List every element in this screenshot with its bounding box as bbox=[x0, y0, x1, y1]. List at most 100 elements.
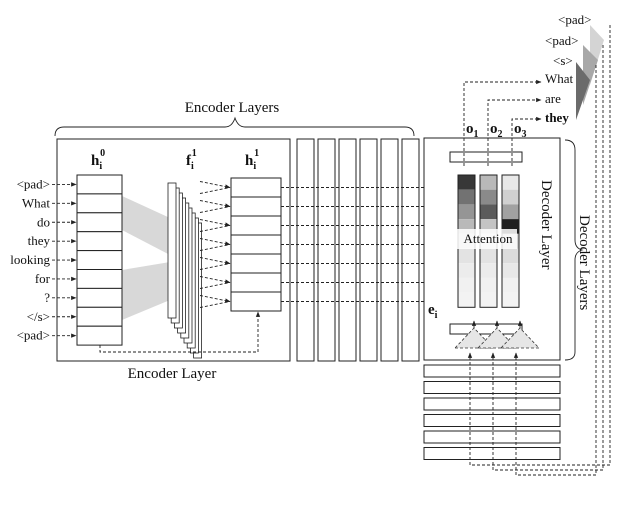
attention-cell bbox=[502, 263, 519, 278]
decoder-layer-bar bbox=[423, 381, 561, 394]
feedback-paths bbox=[463, 25, 611, 476]
feedback-path bbox=[490, 45, 604, 471]
attention-cell bbox=[458, 175, 475, 190]
input-cell bbox=[76, 325, 123, 346]
filter-link-aux bbox=[199, 187, 231, 194]
h1-cell bbox=[230, 291, 282, 312]
decoder-layer-bar bbox=[423, 414, 561, 427]
attention-cell bbox=[502, 292, 519, 308]
feedback-path bbox=[487, 97, 542, 166]
attention-cell bbox=[480, 248, 497, 264]
decoder-layer-bar bbox=[423, 364, 561, 378]
h1-cell bbox=[230, 215, 282, 236]
feedback-path bbox=[467, 25, 611, 466]
attention-label: Attention bbox=[463, 231, 513, 246]
e-label: ei bbox=[428, 302, 438, 321]
encoder-layer-label: Encoder Layer bbox=[128, 366, 217, 382]
decoder-conv-triangle bbox=[500, 327, 540, 349]
output-token: they bbox=[545, 110, 569, 125]
h1-cell bbox=[230, 177, 282, 198]
filter-link bbox=[199, 200, 231, 208]
input-token: </s> bbox=[27, 309, 50, 324]
output-fan bbox=[576, 25, 604, 120]
encoder-layers-label: Encoder Layers bbox=[185, 100, 280, 116]
h1-cell bbox=[230, 272, 282, 293]
h1-label: hi1 bbox=[245, 148, 259, 172]
encoder-layer-stack bbox=[296, 138, 420, 362]
input-cell bbox=[76, 269, 123, 289]
encoder-layer-bar bbox=[296, 138, 315, 362]
h1-cell bbox=[230, 234, 282, 255]
attention-cell bbox=[458, 248, 475, 264]
filter-slice bbox=[167, 182, 177, 319]
input-embedding-column bbox=[76, 174, 123, 346]
decoder-conv-triangles bbox=[454, 320, 540, 349]
filter-link-aux bbox=[199, 263, 231, 270]
attention-cell bbox=[458, 277, 475, 293]
o2-label: o2 bbox=[490, 121, 503, 140]
attention-label-bg bbox=[457, 229, 517, 249]
input-cell bbox=[76, 231, 123, 252]
attention-cell bbox=[480, 189, 497, 205]
filter-link bbox=[199, 219, 231, 227]
encoder-layers-brace bbox=[54, 116, 415, 137]
conv-wedge-2 bbox=[122, 262, 170, 320]
input-token: do bbox=[37, 214, 50, 229]
h1-cell bbox=[230, 253, 282, 274]
input-token: they bbox=[28, 233, 51, 248]
input-token: <pad> bbox=[17, 328, 50, 343]
filter-link-aux bbox=[199, 225, 231, 232]
attention-cell bbox=[480, 277, 497, 293]
filter-stack bbox=[167, 182, 203, 359]
output-token: are bbox=[545, 91, 561, 106]
conv-wedge-1 bbox=[122, 196, 170, 255]
attention-cell bbox=[502, 189, 519, 205]
attention-cell bbox=[458, 189, 475, 205]
attention-cell bbox=[458, 263, 475, 278]
feedback-path bbox=[513, 65, 597, 476]
attention-cell bbox=[502, 204, 519, 220]
o3-label: o3 bbox=[514, 121, 527, 140]
attention-cell bbox=[502, 248, 519, 264]
input-token: for bbox=[35, 271, 51, 286]
o1-label: o1 bbox=[466, 121, 479, 140]
output-fan-shape bbox=[583, 45, 598, 105]
filter-link bbox=[199, 276, 231, 284]
encoder-residual bbox=[99, 311, 261, 353]
output-token: <pad> bbox=[545, 33, 578, 48]
input-cell bbox=[76, 250, 123, 271]
input-token: What bbox=[22, 195, 51, 210]
h0-label: hi0 bbox=[91, 148, 105, 172]
decoder-bottom-bar bbox=[449, 323, 523, 335]
decoder-layer-bar bbox=[423, 447, 561, 460]
input-token: ? bbox=[44, 290, 50, 305]
output-token: What bbox=[545, 71, 574, 86]
encoder-layer-bar bbox=[317, 138, 336, 362]
filter-link-aux bbox=[199, 206, 231, 213]
attention-cell bbox=[502, 277, 519, 293]
encoder-layer-bar bbox=[338, 138, 357, 362]
input-token: looking bbox=[10, 252, 50, 267]
input-cell bbox=[76, 193, 123, 214]
filter-link bbox=[199, 257, 231, 265]
encoder-layer-bar bbox=[380, 138, 399, 362]
attention-cell bbox=[458, 204, 475, 220]
h1-cell bbox=[230, 196, 282, 217]
filter-link-aux bbox=[199, 301, 231, 308]
attention-cell bbox=[480, 204, 497, 220]
input-cell bbox=[76, 174, 123, 195]
decoder-layer-bar bbox=[423, 430, 561, 444]
decoder-top-bar bbox=[449, 151, 523, 163]
h1-column bbox=[230, 177, 282, 312]
feedback-path bbox=[511, 116, 542, 166]
attention-cell bbox=[480, 175, 497, 190]
input-cell bbox=[76, 306, 123, 327]
attention-cell bbox=[502, 175, 519, 190]
decoder-layer-bar bbox=[423, 397, 561, 411]
filter-link bbox=[199, 238, 231, 246]
feedback-path bbox=[463, 79, 542, 166]
filter-link bbox=[199, 181, 231, 189]
encoder-links bbox=[199, 181, 231, 308]
attention-cell bbox=[480, 292, 497, 308]
